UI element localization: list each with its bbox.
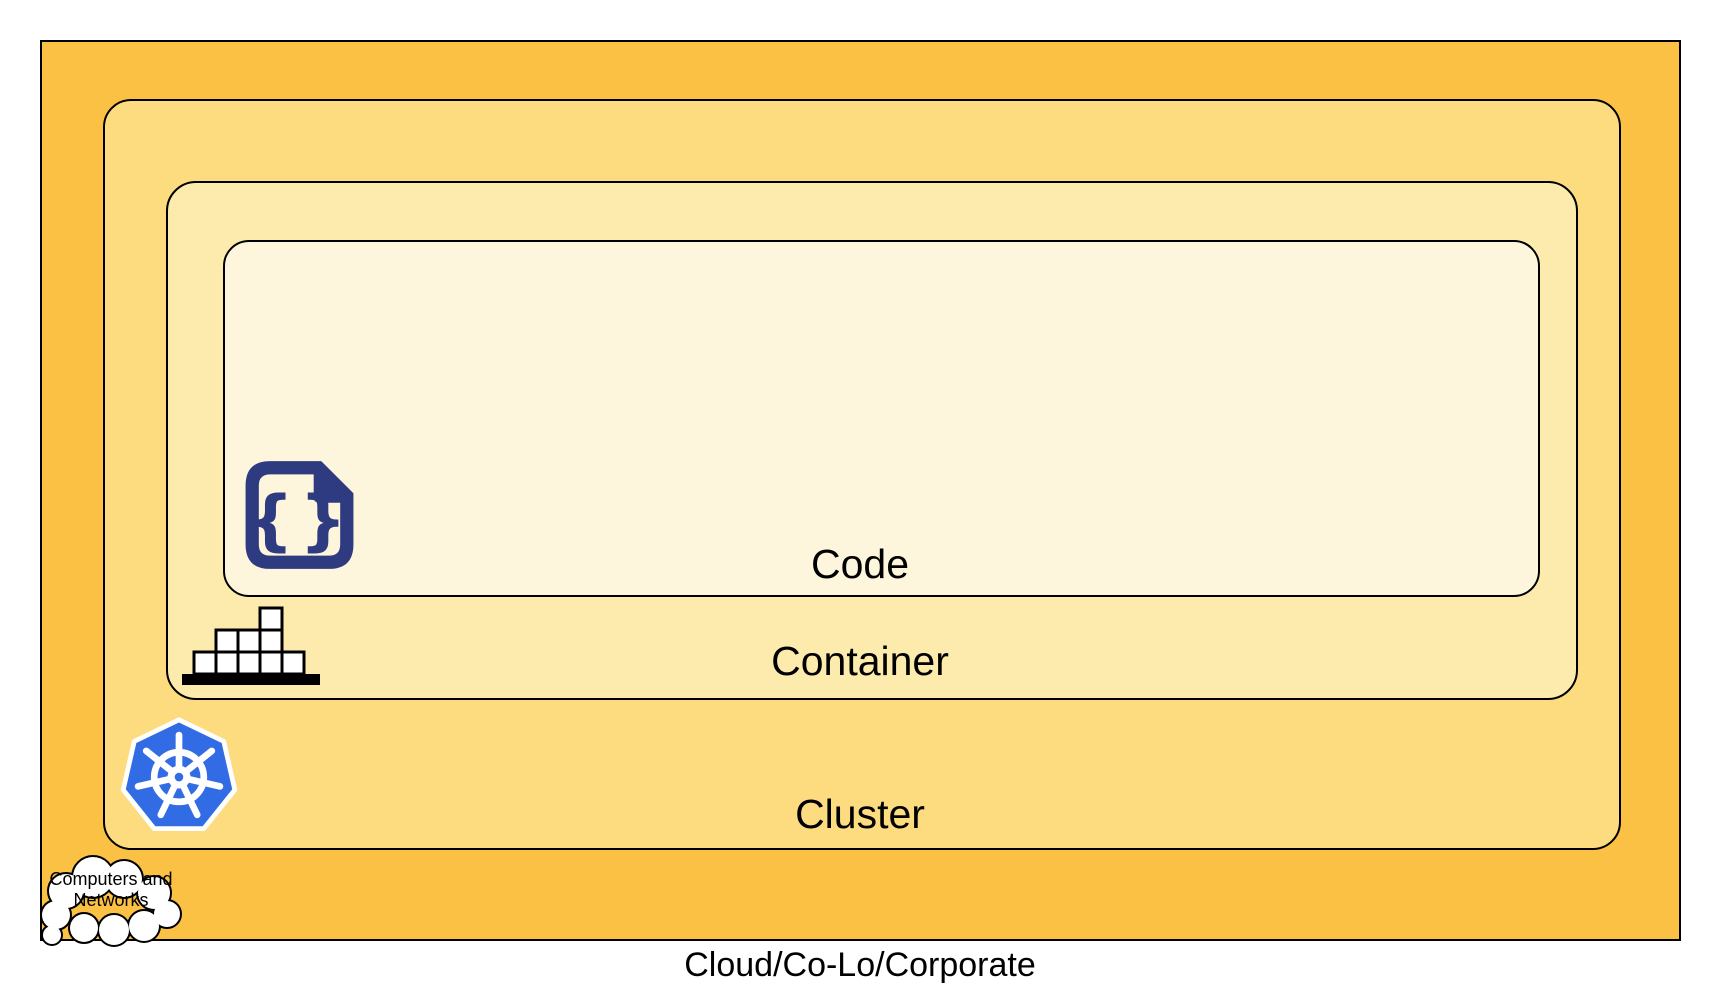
code-label: Code xyxy=(810,541,909,587)
cloud-annotation-line1: Computers and xyxy=(49,869,173,889)
code-braces-glyph: {} xyxy=(247,481,353,558)
cloud-annotation: Computers and Networks xyxy=(36,869,186,911)
cluster-label: Cluster xyxy=(795,791,925,837)
kubernetes-hub-dot xyxy=(174,772,184,782)
kubernetes-icon xyxy=(120,717,238,832)
cloud-icon xyxy=(40,855,182,947)
layer-datacenter-box xyxy=(40,40,1681,941)
datacenter-label: Cloud/Co-Lo/Corporate Datacenter xyxy=(0,863,1720,992)
code-file-outline xyxy=(245,461,354,569)
container-label: Container xyxy=(771,638,949,684)
code-file-icon: {} xyxy=(245,461,354,569)
datacenter-label-line1: Cloud/Co-Lo/Corporate xyxy=(684,946,1036,984)
container-base-bar xyxy=(182,674,320,685)
container-stack-icon xyxy=(182,606,320,685)
layer-cluster-box xyxy=(103,99,1621,850)
layer-container-box xyxy=(166,181,1578,700)
cloud-annotation-line2: Networks xyxy=(73,890,149,910)
layer-code-box xyxy=(223,240,1540,597)
